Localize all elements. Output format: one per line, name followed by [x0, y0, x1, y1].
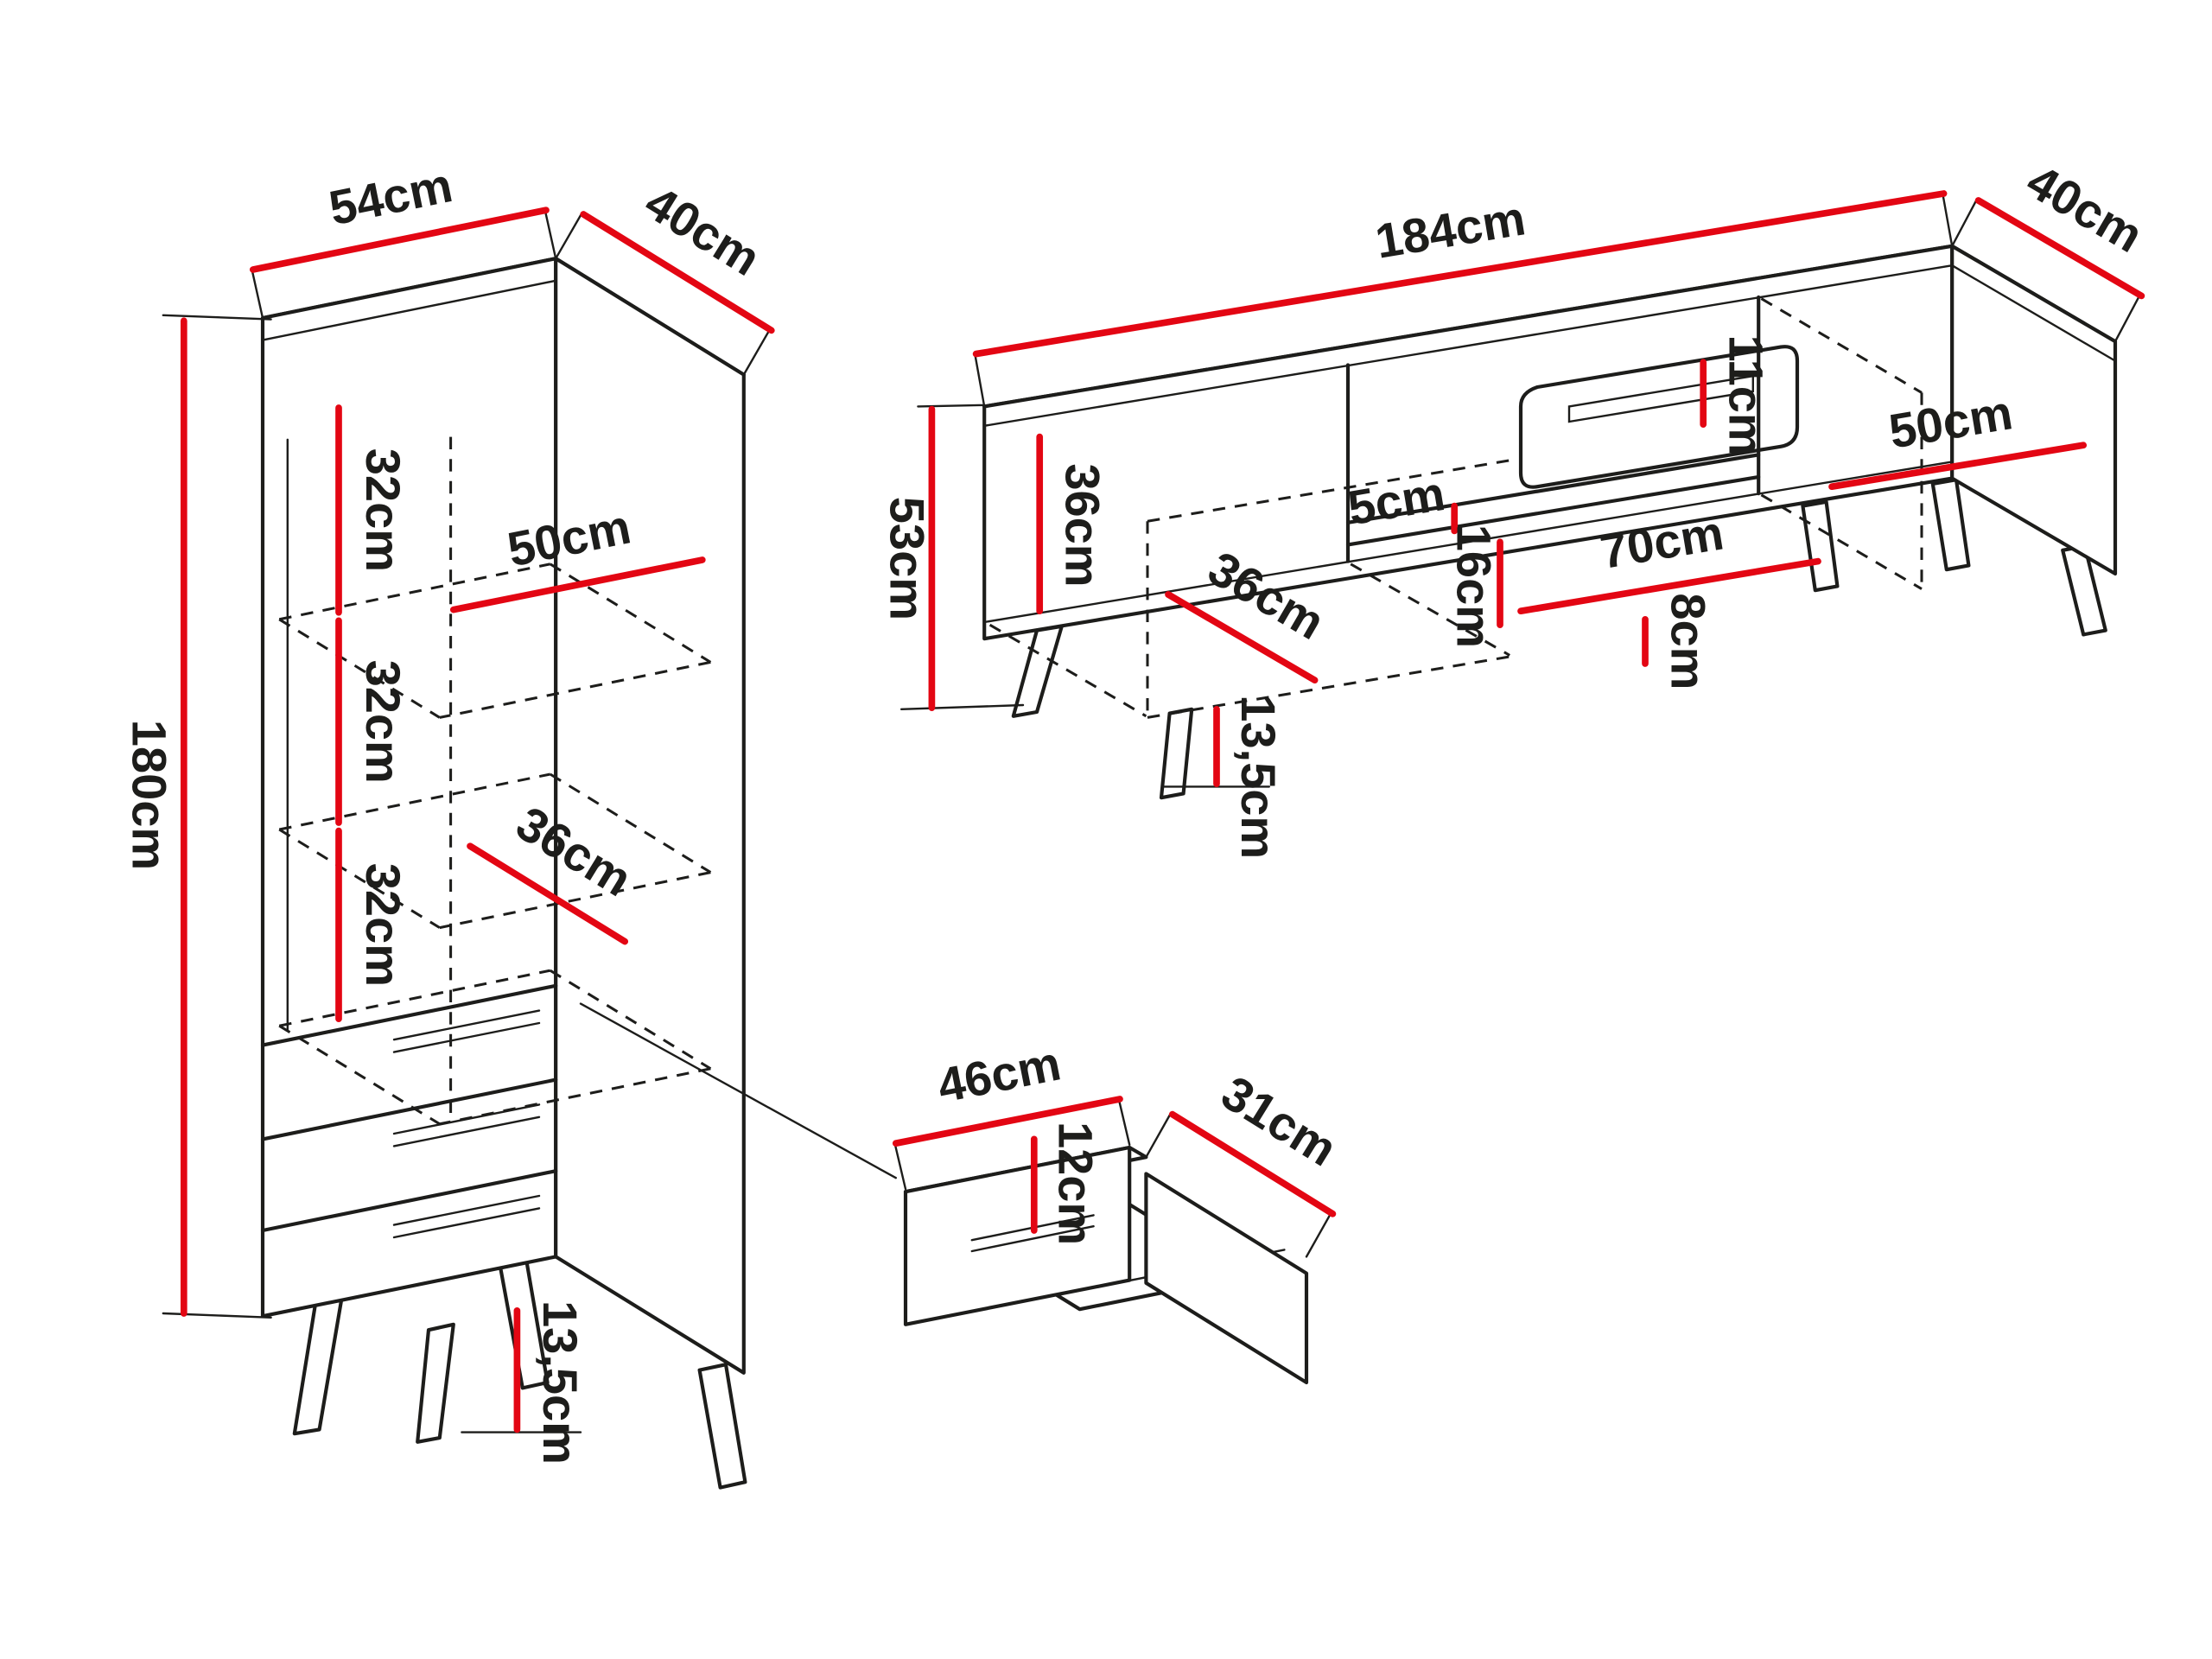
tv-width-line [972, 190, 1948, 358]
tv-right-compartment-dashes [1760, 297, 1923, 590]
cabinet-leg-back-right [697, 1363, 747, 1490]
cabinet-width-label: 54cm [325, 157, 457, 235]
tv-right-compartment-hidden-edges [1760, 297, 1923, 590]
cabinet-shelf-1 [278, 563, 712, 719]
cabinet-extension-lines [162, 207, 772, 1433]
tv-left-compartment-dashes [988, 459, 1510, 719]
drawer-inset-drawing: 46cm 31cm 12cm [892, 1035, 1346, 1385]
tv-width-label: 184cm [1371, 190, 1529, 269]
cabinet-shelf-depth-line [467, 842, 629, 945]
drawer-width-line [892, 1096, 1123, 1147]
tv-depth-line [1974, 197, 2145, 300]
cabinet-depth-line [580, 211, 775, 334]
tv-side-face [1950, 244, 2118, 576]
cabinet-shelf-gap-2-label: 32cm [356, 660, 410, 784]
cabinet-shelf-gap-1-label: 32cm [356, 448, 410, 572]
tv-right-compartment-width-line [1828, 442, 2088, 491]
extension-line [900, 191, 2141, 788]
cabinet-shelf-3 [278, 969, 712, 1126]
cabinet-side-face [554, 257, 746, 1375]
drawer-depth-label: 31cm [1212, 1065, 1346, 1177]
cabinet-drawer-handle-3 [392, 1194, 541, 1239]
drawer-height-label: 12cm [1049, 1122, 1103, 1245]
tv-depth-label: 40cm [2018, 153, 2152, 263]
tv-stand-legs [1011, 478, 2107, 800]
cabinet-depth-label: 40cm [636, 175, 770, 286]
cabinet-width-line [249, 207, 550, 273]
tv-leg-front-right [1930, 478, 1971, 572]
tv-niche-height-label: 16cm [1446, 524, 1501, 648]
tall-cabinet-drawing: 54cm 40cm 180cm 32cm 32cm 32cm 50cm 36cm… [123, 157, 775, 1490]
tv-fireplace-vent-slot [1567, 374, 1754, 423]
drawer-front-panel [903, 1145, 1132, 1326]
drawer-depth-line [1168, 1110, 1337, 1217]
tv-dimension-lines [928, 190, 2145, 788]
tv-leg-front-middle [1801, 499, 1840, 593]
cabinet-leg-height-label: 13,5cm [533, 1300, 588, 1465]
drawer-side-panel [1144, 1172, 1309, 1385]
tv-stand-drawing: 184cm 40cm 53cm 36cm 36cm 5cm 16cm 11cm … [880, 153, 2152, 859]
tv-leg-front-left [1011, 624, 1064, 718]
tv-compartment-height-label: 36cm [1056, 463, 1110, 587]
tv-niche-width-line [1517, 557, 1821, 615]
tv-fireplace-niche [1345, 345, 1800, 547]
tv-extension-lines [900, 191, 2141, 788]
extension-line [893, 1096, 1333, 1258]
cabinet-front-face [260, 257, 558, 1319]
cabinet-shelf-gap-3-label: 32cm [356, 863, 410, 987]
tv-middle-shelf-edge [1345, 453, 1761, 547]
drawer-dimension-lines [892, 1096, 1337, 1234]
cabinet-dimension-lines [180, 207, 775, 1433]
cabinet-leg-back-left [416, 1322, 455, 1444]
drawer-leader-line [579, 1002, 897, 1179]
cabinet-drawer-divider-2 [260, 1077, 558, 1141]
tv-drawer-front-label: 8cm [1661, 593, 1715, 690]
drawer-width-label: 46cm [933, 1035, 1065, 1113]
cabinet-height-label: 180cm [123, 720, 177, 870]
tv-left-compartment-hidden-edges [988, 459, 1510, 719]
cabinet-drawer-divider-1 [260, 983, 558, 1047]
tv-top-gap-label: 11cm [1719, 335, 1774, 456]
cabinet-drawer-handle-2 [392, 1103, 541, 1147]
tv-compartment-depth-line [1165, 591, 1319, 684]
cabinet-drawers [260, 983, 558, 1239]
cabinet-leg-front-left [292, 1297, 344, 1436]
tv-top-panel-edge [983, 264, 2117, 427]
cabinet-drawer-divider-3 [260, 1169, 558, 1233]
tv-bottom-panel-edge [983, 461, 1954, 624]
tv-leg-height-label: 13,5cm [1231, 695, 1286, 859]
cabinet-shelf-2 [278, 772, 712, 930]
cabinet-shelves [278, 563, 712, 1126]
tv-leg-back-left [1159, 707, 1194, 800]
tv-height-label: 53cm [880, 497, 934, 620]
tv-fireplace-frame [1518, 345, 1800, 489]
extension-line [162, 207, 772, 1433]
cabinet-top-panel-edge [261, 279, 557, 341]
cabinet-shelf-width-line [449, 556, 706, 613]
cabinet-drawer-handle-1 [392, 1009, 541, 1053]
